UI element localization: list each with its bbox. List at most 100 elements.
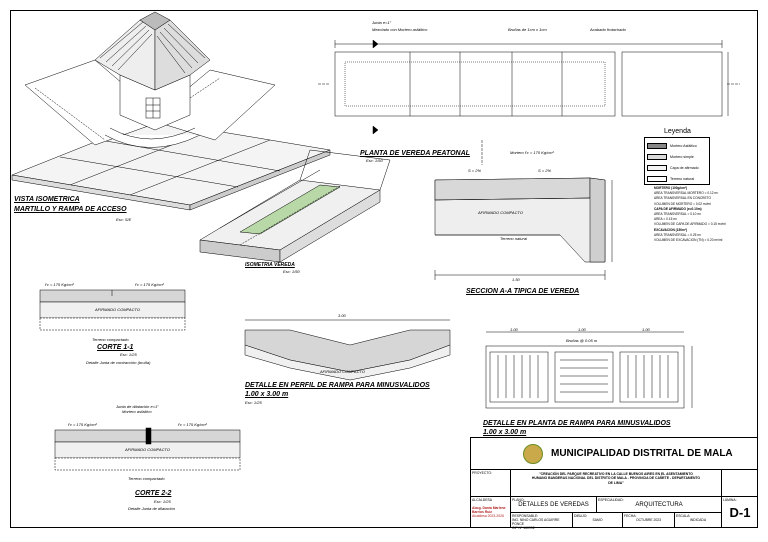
signer-role: Alcaldesa 2023-2026 (472, 514, 504, 518)
lamina-box: LÁMINA: D-1 (721, 497, 758, 528)
dibujo-box: DIBUJO: SAMO (573, 513, 623, 528)
ramp-plan-drawing (485, 331, 693, 409)
corte1-scale: Esc: 1/25 (120, 352, 137, 357)
signer-box: ALCALDESA Abog. Dania Marlene Barrios Ru… (471, 497, 511, 528)
escala-value: INDICADA (689, 518, 707, 522)
title-block: MUNICIPALIDAD DISTRITAL DE MALA PROYECTO… (470, 437, 758, 530)
iso-title: VISTA ISOMETRICA (14, 196, 80, 203)
seccion-layer-afirmado: AFIRMADO COMPACTO (478, 210, 523, 215)
corte2-fc-right: f'c = 175 Kg/cm² (178, 422, 207, 427)
lamina-label: LÁMINA: (723, 498, 737, 502)
iso-subtitle: MARTILLO Y RAMPA DE ACCESO (14, 206, 127, 213)
escala-label: ESCALA: (676, 514, 691, 518)
planta-scale: Esc: 1/50 (366, 158, 383, 163)
corte-1-drawing (39, 289, 186, 331)
note-line: VOLUMEN DE EXCAVACION (TN) = 0.20 m³/ml (654, 238, 723, 243)
section-aa-drawing (434, 177, 613, 280)
note-line: AREA TRANSVERSAL EN CONCRETO (654, 196, 711, 201)
planta-note-junta: Junta e=1" (372, 20, 392, 25)
perfil-title: DETALLE EN PERFIL DE RAMPA PARA MINUSVAL… (245, 382, 430, 389)
legend-swatch (647, 143, 667, 149)
seccion-dimension: 1.50 (512, 277, 520, 282)
especialidad-label: ESPECIALIDAD: (598, 498, 624, 502)
especialidad-value: ARQUITECTURA (635, 502, 683, 508)
fecha-label: FECHA: (624, 514, 637, 518)
org-name: MUNICIPALIDAD DISTRITAL DE MALA (551, 448, 733, 459)
corte1-ground: Terreno compactado (92, 337, 129, 342)
perfil-scale: Esc: 1/25 (245, 400, 262, 405)
corte1-fc-right: f'c = 175 Kg/cm² (135, 282, 164, 287)
planta-note-mortero: Mezclado con Mortero asfáltico (372, 27, 428, 32)
note-line: EXCAVACION (150m³) (654, 227, 687, 232)
project-label: PROYECTO: (471, 470, 511, 497)
rampa-plan-subtitle: 1.00 x 3.00 m (483, 429, 527, 436)
revision-box (721, 470, 758, 497)
legend-swatch (647, 154, 667, 160)
note-line: AREA TRANSVERSAL = 0.25 m² (654, 232, 702, 237)
planta-title: PLANTA DE VEREDA PEATONAL (360, 150, 470, 157)
corte2-fc-left: f'c = 175 Kg/cm² (68, 422, 97, 427)
legend-label: Mortero simple (670, 155, 694, 159)
drawing-sheet (10, 10, 758, 528)
escala-box: ESCALA: INDICADA (675, 513, 721, 528)
legend-item: Mortero simple (647, 153, 709, 161)
rampa-dim-3: 1.00 (642, 327, 650, 332)
title-block-header: MUNICIPALIDAD DISTRITAL DE MALA (471, 438, 758, 470)
corte1-fc-left: f'c = 175 Kg/cm² (45, 282, 74, 287)
corte1-title: CORTE 1-1 (97, 344, 134, 351)
corte2-layer: AFIRMADO COMPACTO (125, 447, 170, 452)
legend-label: Capa de afirmado (670, 166, 699, 170)
rampa-plan-title: DETALLE EN PLANTA DE RAMPA PARA MINUSVAL… (483, 420, 671, 427)
responsable-box: RESPONSABLE: ING. NINO CARLOS AGUIRRE PO… (511, 513, 573, 530)
corte-2-drawing (54, 427, 241, 471)
fecha-box: FECHA: OCTUBRE 2023 (623, 513, 675, 528)
legend-item: Mortero Asfáltico (647, 142, 709, 150)
seccion-slope-1: S = 2% (468, 168, 482, 173)
corte2-ground: Terreno compactado (128, 476, 165, 481)
note-line: VOLUMEN DE CAPA DE AFIRMADO = 0.15 m³/ml (654, 222, 726, 227)
rampa-dim-1: 1.00 (510, 327, 518, 332)
legend-label: Terreno natural (670, 177, 695, 181)
note-line: MORTERO (100g/cm²) (654, 186, 688, 190)
legend-item: Capa de afirmado (647, 164, 709, 172)
project-name: "CREACIÓN DEL PARQUE RECREATIVO EN LA CA… (511, 470, 721, 497)
rampa-dim-2: 1.00 (578, 327, 586, 332)
isometric-house-drawing (11, 11, 331, 211)
planta-note-brunas: Bruñas de 1cm x 1cm (508, 27, 547, 32)
corte2-note: Detalle Junta de dilatación (128, 506, 175, 511)
seccion-slope-2: S = 2% (538, 168, 552, 173)
legend-label: Mortero Asfáltico (670, 144, 697, 148)
corte1-note: Detalle Junta de contracción (bruña) (86, 360, 151, 365)
legend-swatch (647, 165, 667, 171)
plano-value: DETALLES DE VEREDAS (518, 502, 589, 508)
dibujo-label: DIBUJO: (574, 514, 588, 518)
ramp-profile-drawing (244, 319, 451, 381)
perfil-dimension: 3.00 (338, 313, 346, 318)
perfil-subtitle: 1.00 x 3.00 m (245, 391, 289, 398)
iso-scale: Esc: S/E (116, 217, 132, 222)
signer-name: Abog. Dania Marlene Barrios Ruiz (472, 506, 506, 514)
vereda-plan-drawing (318, 39, 740, 165)
rampa-note: Bruñas @ 0.05 m (566, 338, 598, 343)
note-line: AREA TRANSVERSAL MORTERO = 0.12 m² (654, 191, 719, 196)
fecha-value: OCTUBRE 2023 (635, 518, 662, 522)
corte1-layer: AFIRMADO COMPACTO (95, 307, 140, 312)
vereda-iso-scale: Esc: 1/50 (283, 269, 300, 274)
responsable-label: RESPONSABLE: (512, 514, 539, 518)
legend-title: Leyenda (664, 128, 691, 135)
signer-label: ALCALDESA (472, 498, 492, 502)
vereda-isometric-drawing (199, 149, 391, 263)
dibujo-value: SAMO (592, 518, 603, 522)
especialidad-box: ESPECIALIDAD: ARQUITECTURA (597, 497, 721, 513)
vereda-iso-title: ISOMETRIA VEREDA (245, 262, 295, 268)
legend-item: Terreno natural (647, 175, 709, 183)
legend: Mortero Asfáltico Mortero simple Capa de… (644, 137, 710, 185)
legend-swatch (647, 176, 667, 182)
corte2-scale: Esc: 1/25 (154, 499, 171, 504)
seccion-note: Mortero f'c = 175 Kg/cm² (510, 150, 554, 155)
seccion-layer-terreno: Terreno natural (500, 236, 527, 241)
municipal-seal-icon (523, 444, 543, 464)
seccion-title: SECCION A-A TIPICA DE VEREDA (466, 288, 580, 295)
plano-box: PLANO: DETALLES DE VEREDAS (511, 497, 597, 513)
